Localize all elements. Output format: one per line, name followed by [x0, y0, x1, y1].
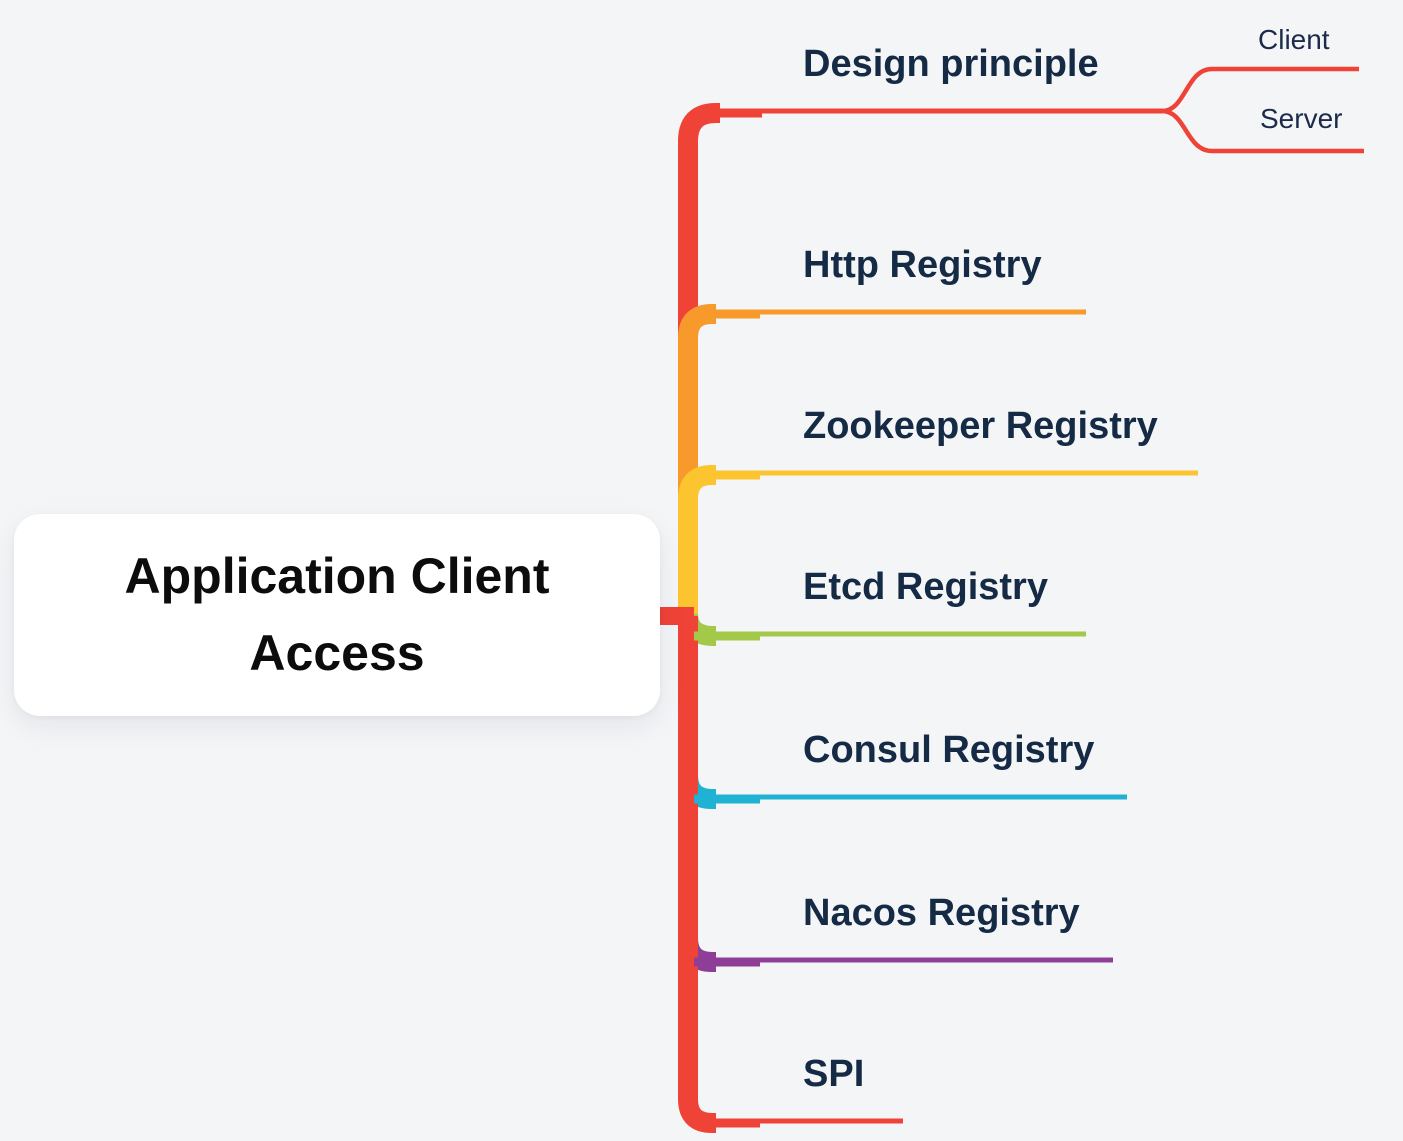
- branch-label-http-registry[interactable]: Http Registry: [803, 244, 1042, 286]
- branch-label-consul-registry[interactable]: Consul Registry: [803, 729, 1095, 771]
- trunk-spi: [678, 616, 716, 1133]
- trunk-zookeeper-registry: [678, 465, 716, 616]
- line-server: [1161, 108, 1364, 154]
- branch-label-nacos-registry[interactable]: Nacos Registry: [803, 892, 1080, 934]
- branch-label-zookeeper-registry[interactable]: Zookeeper Registry: [803, 405, 1158, 447]
- sub-label-client[interactable]: Client: [1258, 24, 1330, 55]
- branch-label-etcd-registry[interactable]: Etcd Registry: [803, 566, 1048, 608]
- sub-label-server[interactable]: Server: [1260, 103, 1343, 134]
- branch-label-spi[interactable]: SPI: [803, 1053, 865, 1095]
- branch-label-design-principle[interactable]: Design principle: [803, 43, 1099, 85]
- root-node[interactable]: Application Client Access: [14, 514, 660, 716]
- line-client: [1161, 66, 1359, 114]
- root-node-label: Application Client Access: [124, 548, 550, 681]
